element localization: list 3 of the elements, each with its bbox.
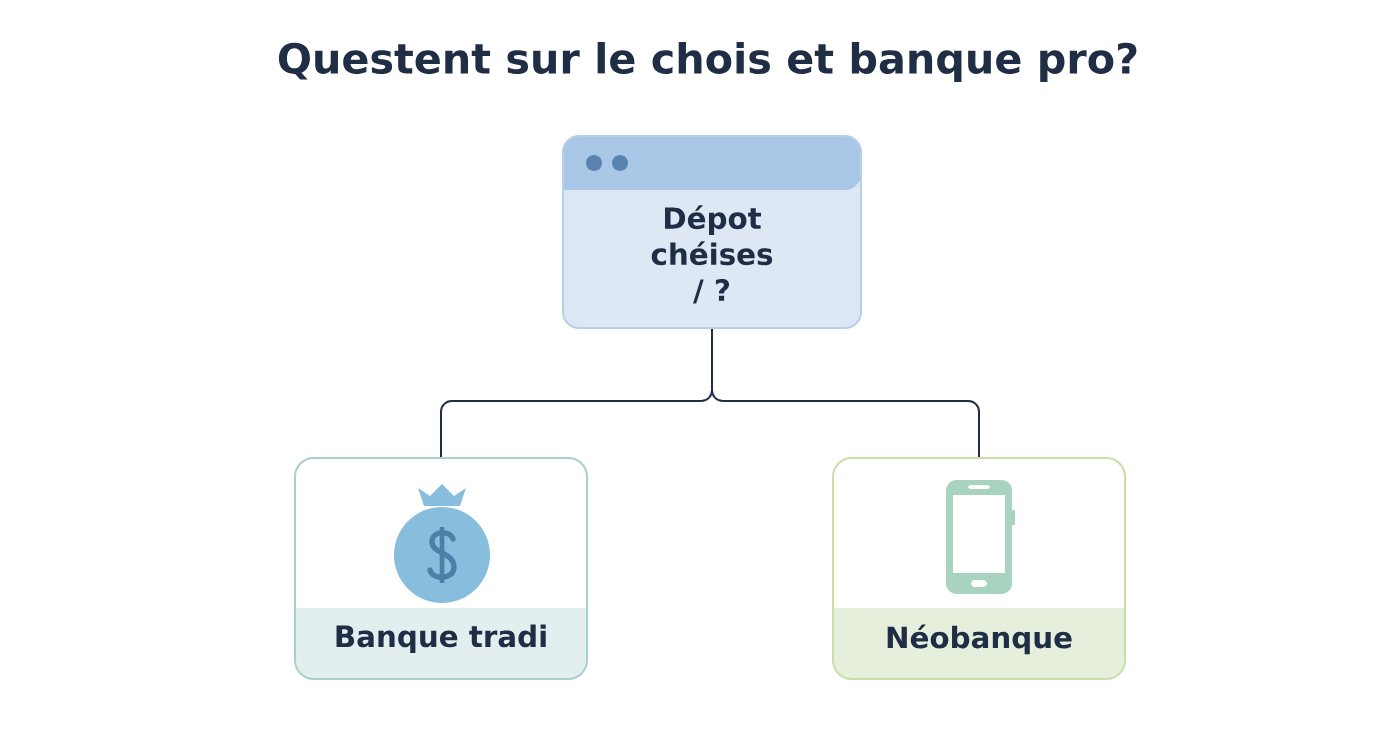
window-box: Dépot chéises / ? [562,135,862,329]
title: Questent sur le chois et banque pro? [278,42,1137,82]
connector [711,328,980,458]
